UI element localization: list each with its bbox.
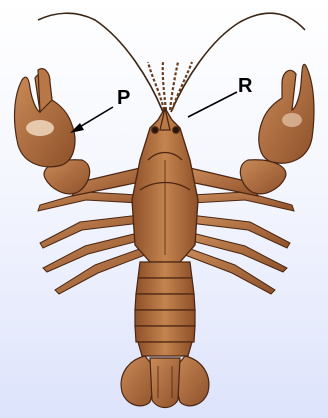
label-p: P: [117, 87, 130, 109]
pointer-r: [188, 92, 237, 117]
abdomen: [135, 262, 195, 356]
carapace: [132, 108, 198, 262]
tail-fan: [121, 356, 209, 408]
label-r: R: [238, 75, 253, 97]
antennules: [148, 62, 192, 110]
